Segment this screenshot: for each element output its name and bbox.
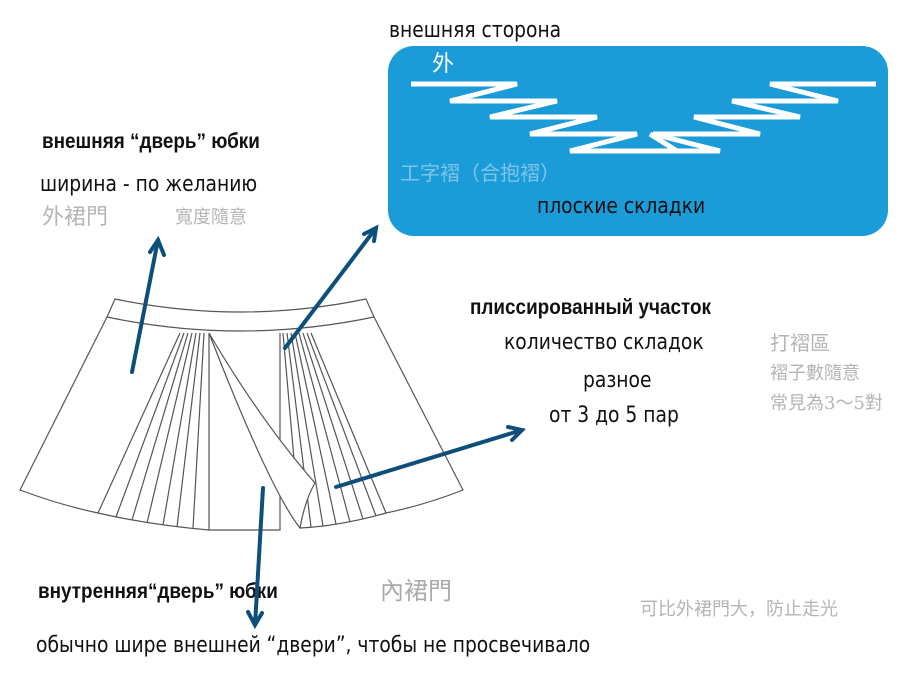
flat-pleats-zh: 工字褶（合抱褶） — [400, 161, 560, 185]
pleated-title: плиссированный участок — [470, 296, 712, 319]
inner-door-zh-desc: 可比外裙門大，防止走光 — [640, 599, 838, 620]
outer-door-desc: ширина - по желанию — [40, 172, 258, 197]
arrows — [130, 224, 527, 630]
pleated-line2: разное — [583, 368, 652, 393]
pleated-line1: количество складок — [504, 330, 704, 355]
zigzag-pleat-icon — [411, 81, 876, 154]
outer-door-title: внешняя “дверь” юбки — [42, 130, 260, 153]
pleated-zh-line1: 褶子數隨意 — [770, 363, 860, 384]
pleated-line3: от 3 до 5 пар — [549, 403, 679, 428]
arrow-outer-door-icon — [130, 235, 166, 374]
outer-side-label: внешняя сторона — [389, 18, 562, 43]
left-pleats — [97, 332, 205, 529]
flat-pleats-box — [388, 46, 888, 236]
door-flap — [208, 332, 316, 530]
inner-door-title: внутренняя“дверь” юбки — [38, 580, 278, 603]
inner-door-zh: 內裙門 — [380, 577, 452, 605]
arrow-pleated-area-icon — [334, 425, 527, 489]
skirt-drawing — [19, 298, 464, 531]
pleated-zh-line2: 常見為3～5對 — [770, 393, 883, 414]
outer-door-zh: 外裙門 — [42, 205, 109, 230]
arrow-inner-door-icon — [246, 486, 265, 630]
inner-door-desc: обычно шире внешней “двери”, чтобы не пр… — [36, 633, 591, 658]
flat-pleats-label: плоские складки — [537, 194, 706, 219]
arrow-flat-pleats-icon — [283, 224, 379, 350]
outer-door-zh-desc: 寬度隨意 — [175, 207, 247, 228]
pleated-zh-title: 打褶區 — [770, 331, 830, 355]
outer-char: 外 — [432, 52, 455, 77]
